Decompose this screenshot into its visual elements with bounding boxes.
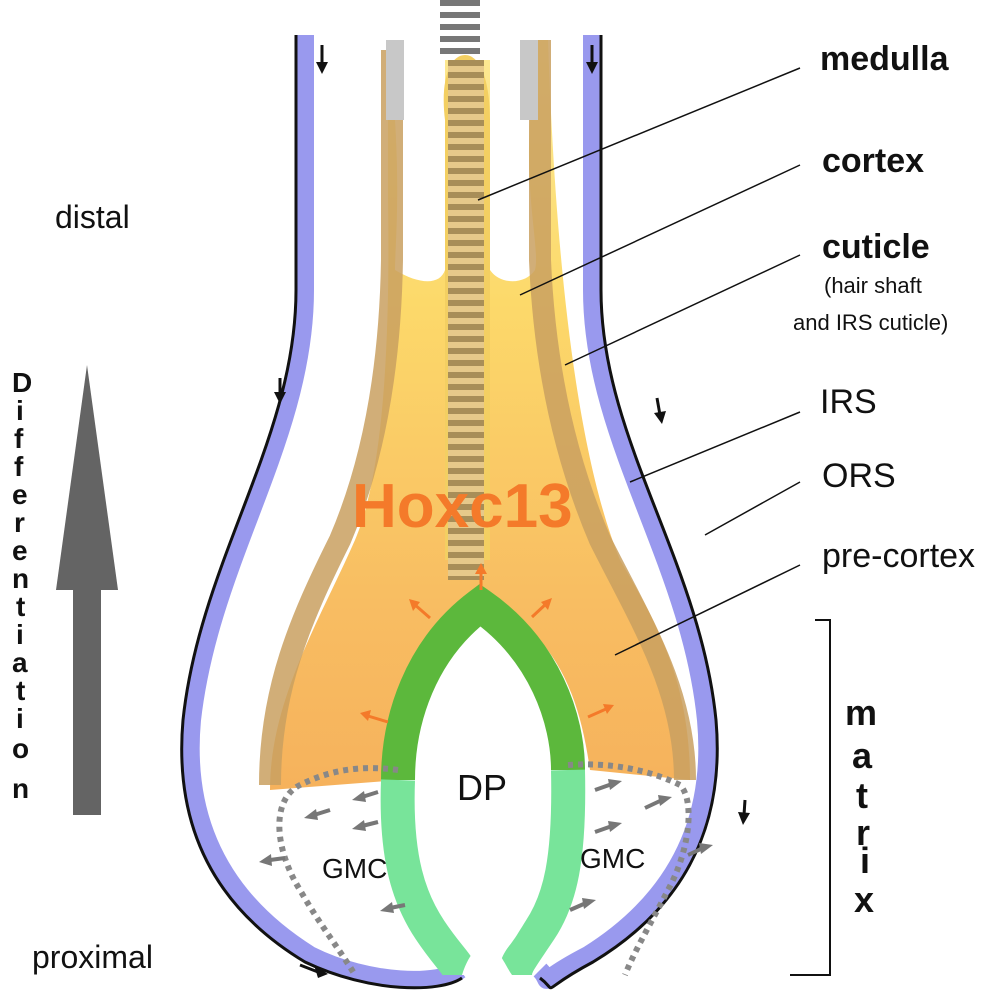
orange-arrow-up bbox=[475, 563, 487, 590]
leader-medulla bbox=[477, 67, 801, 201]
diff-letter: n bbox=[12, 773, 29, 804]
label-irs: IRS bbox=[820, 383, 877, 421]
diff-letter: a bbox=[12, 647, 28, 678]
label-cuticle-note-1: (hair shaft bbox=[824, 273, 922, 298]
ors-layer-left bbox=[181, 35, 466, 989]
dp-border-upper bbox=[381, 584, 585, 781]
label-hoxc13: Hoxc13 bbox=[352, 472, 573, 541]
medulla-stripes-gray bbox=[440, 0, 480, 55]
irs-tip-left bbox=[386, 40, 404, 120]
irs-band-left bbox=[259, 50, 403, 786]
label-gmc-left: GMC bbox=[322, 853, 387, 884]
dermal-papilla-cleft bbox=[462, 945, 512, 975]
orange-arrow-upleft bbox=[409, 599, 431, 620]
label-cuticle-note-2: and IRS cuticle) bbox=[793, 310, 948, 335]
leader-cortex bbox=[519, 164, 801, 296]
matrix-bracket bbox=[790, 619, 831, 976]
diff-letter: e bbox=[12, 535, 28, 566]
matrix-letter: a bbox=[852, 735, 873, 776]
ors-flow-arrows bbox=[274, 45, 750, 978]
label-proximal: proximal bbox=[32, 939, 153, 975]
ors-outline-right bbox=[539, 35, 719, 990]
hoxc13-expression-arrows bbox=[360, 563, 614, 724]
matrix-boundary-right bbox=[567, 761, 692, 977]
matrix-letter: i bbox=[860, 840, 870, 881]
diff-letter: o bbox=[12, 733, 29, 764]
ors-outline-left bbox=[180, 35, 463, 990]
irs-tip-right bbox=[520, 40, 538, 120]
irs-band-right bbox=[529, 40, 696, 781]
diff-letter: t bbox=[16, 591, 25, 622]
matrix-letter: m bbox=[845, 692, 877, 733]
medulla-stripes bbox=[448, 60, 484, 580]
dp-border-lower-left bbox=[380, 779, 477, 978]
matrix-letter: x bbox=[854, 879, 874, 920]
label-medulla: medulla bbox=[820, 40, 950, 78]
leader-lines bbox=[477, 67, 801, 656]
label-cuticle: cuticle bbox=[822, 228, 930, 266]
label-gmc-right: GMC bbox=[580, 843, 645, 874]
orange-arrow-right bbox=[587, 704, 614, 719]
diff-letter: i bbox=[16, 619, 24, 650]
diff-letter: i bbox=[16, 703, 24, 734]
ors-layer-right bbox=[533, 35, 717, 989]
orange-arrow-left bbox=[360, 710, 389, 724]
differentiation-arrow bbox=[56, 365, 118, 815]
leader-precortex bbox=[614, 564, 801, 656]
diff-letter: t bbox=[16, 675, 25, 706]
dermal-papilla bbox=[418, 630, 548, 965]
diff-letter: f bbox=[14, 451, 24, 482]
diff-letter: r bbox=[14, 507, 25, 538]
label-dp: DP bbox=[457, 767, 507, 808]
dp-border-lower-right bbox=[498, 769, 586, 977]
matrix-letter: r bbox=[856, 812, 870, 853]
label-matrix: m a t r i x bbox=[845, 692, 877, 920]
leader-ors bbox=[704, 481, 801, 536]
label-distal: distal bbox=[55, 199, 130, 235]
diff-letter: e bbox=[12, 479, 28, 510]
label-ors: ORS bbox=[822, 457, 896, 495]
gmc-arrows bbox=[259, 779, 713, 913]
orange-arrow-upright bbox=[530, 598, 552, 619]
label-cortex: cortex bbox=[822, 142, 924, 180]
matrix-boundary-left bbox=[276, 765, 399, 977]
diff-letter: D bbox=[12, 367, 32, 398]
diff-letter: n bbox=[12, 563, 29, 594]
leader-cuticle bbox=[564, 254, 801, 366]
matrix-letter: t bbox=[856, 775, 868, 816]
label-differentiation: D i f f e r e n t i a t i o n bbox=[12, 367, 32, 804]
label-precortex: pre-cortex bbox=[822, 537, 975, 575]
diff-letter: f bbox=[14, 423, 24, 454]
leader-irs bbox=[629, 411, 801, 483]
diff-letter: i bbox=[16, 395, 24, 426]
